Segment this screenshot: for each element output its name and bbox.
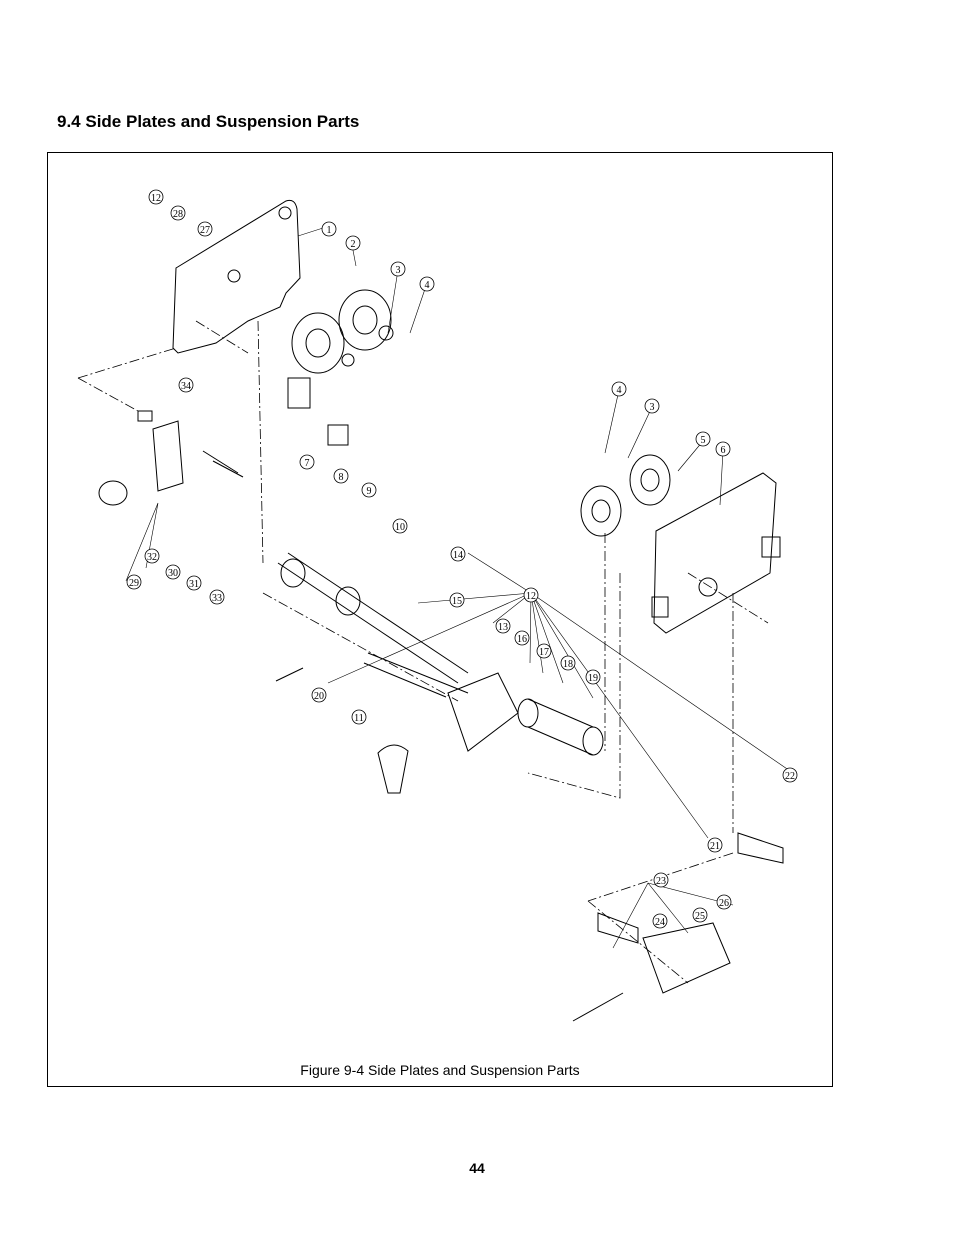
svg-text:17: 17 — [539, 647, 549, 658]
svg-text:18: 18 — [563, 659, 573, 670]
bolt-24 — [572, 992, 624, 1022]
callout-31: 31 — [186, 575, 202, 591]
bushing-23 — [597, 912, 639, 944]
callout-12-top: 12 — [148, 189, 164, 205]
callout-4: 4 — [419, 276, 435, 292]
callout-21: 21 — [707, 837, 723, 853]
svg-text:22: 22 — [785, 771, 795, 782]
svg-text:5: 5 — [701, 435, 706, 446]
svg-text:25: 25 — [695, 911, 705, 922]
callout-29: 29 — [126, 574, 142, 590]
page-number: 44 — [469, 1160, 485, 1176]
callout-25: 25 — [692, 907, 708, 923]
callout-group: 1 2 3 4 5 6 7 8 9 10 11 12 12 13 14 15 1… — [126, 189, 798, 929]
svg-text:31: 31 — [189, 579, 199, 590]
callout-30: 30 — [165, 564, 181, 580]
block-lower — [642, 922, 731, 994]
callout-4-right: 4 — [611, 381, 627, 397]
right-side-plate — [653, 472, 777, 634]
svg-text:3: 3 — [396, 265, 401, 276]
callout-8: 8 — [333, 468, 349, 484]
callout-14: 14 — [450, 546, 466, 562]
callout-28: 28 — [170, 205, 186, 221]
svg-text:26: 26 — [719, 898, 729, 909]
svg-text:34: 34 — [181, 381, 191, 392]
svg-text:2: 2 — [351, 239, 356, 250]
arm-part — [377, 744, 409, 794]
callout-27: 27 — [197, 221, 213, 237]
svg-text:32: 32 — [147, 552, 157, 563]
svg-text:20: 20 — [314, 691, 324, 702]
svg-text:8: 8 — [339, 472, 344, 483]
svg-text:6: 6 — [721, 445, 726, 456]
svg-text:12: 12 — [151, 193, 161, 204]
svg-text:11: 11 — [354, 713, 364, 724]
callout-7: 7 — [299, 454, 315, 470]
exploded-parts-diagram: 1 2 3 4 5 6 7 8 9 10 11 12 12 13 14 15 1… — [77, 189, 798, 1022]
callout-18: 18 — [560, 655, 576, 671]
callout-9: 9 — [361, 482, 377, 498]
callout-32: 32 — [144, 548, 160, 564]
svg-text:23: 23 — [656, 876, 666, 887]
callout-19: 19 — [585, 669, 601, 685]
pulley-front — [291, 312, 345, 374]
callout-22: 22 — [782, 767, 798, 783]
callout-16: 16 — [514, 630, 530, 646]
svg-text:15: 15 — [452, 596, 462, 607]
callout-3-right: 3 — [644, 398, 660, 414]
callout-11: 11 — [351, 709, 367, 725]
svg-text:7: 7 — [305, 458, 310, 469]
knob-29 — [98, 480, 128, 506]
svg-text:33: 33 — [212, 593, 222, 604]
callout-12-center: 12 — [523, 587, 539, 603]
pad-plate — [152, 420, 184, 492]
svg-text:30: 30 — [168, 568, 178, 579]
svg-text:21: 21 — [710, 841, 720, 852]
callout-17: 17 — [536, 643, 552, 659]
svg-text:14: 14 — [453, 550, 463, 561]
callout-3: 3 — [390, 261, 406, 277]
svg-text:24: 24 — [655, 917, 665, 928]
callout-26: 26 — [716, 894, 732, 910]
bolt-20 — [275, 667, 304, 682]
svg-text:13: 13 — [498, 622, 508, 633]
callout-20: 20 — [311, 687, 327, 703]
pulley-2 — [338, 289, 392, 351]
svg-text:3: 3 — [650, 402, 655, 413]
callout-2: 2 — [345, 235, 361, 251]
callout-23: 23 — [653, 872, 669, 888]
callout-10: 10 — [392, 518, 408, 534]
figure-caption: Figure 9-4 Side Plates and Suspension Pa… — [300, 1062, 580, 1078]
roller-5 — [629, 454, 671, 506]
svg-text:1: 1 — [327, 225, 332, 236]
callout-15: 15 — [449, 592, 465, 608]
svg-text:19: 19 — [588, 673, 598, 684]
svg-text:4: 4 — [617, 385, 622, 396]
svg-text:9: 9 — [367, 486, 372, 497]
axle-assembly — [277, 552, 469, 684]
svg-text:4: 4 — [425, 280, 430, 291]
callout-13: 13 — [495, 618, 511, 634]
callout-34: 34 — [178, 377, 194, 393]
bracket-7 — [287, 377, 311, 409]
svg-text:28: 28 — [173, 209, 183, 220]
callout-24: 24 — [652, 913, 668, 929]
svg-text:29: 29 — [129, 578, 139, 589]
callout-33: 33 — [209, 589, 225, 605]
svg-text:27: 27 — [200, 225, 210, 236]
callout-6: 6 — [715, 441, 731, 457]
figure-frame: 1 2 3 4 5 6 7 8 9 10 11 12 12 13 14 15 1… — [47, 152, 833, 1087]
callout-5: 5 — [695, 431, 711, 447]
section-title: 9.4 Side Plates and Suspension Parts — [57, 112, 360, 131]
svg-text:16: 16 — [517, 634, 527, 645]
center-block — [447, 672, 519, 752]
svg-text:10: 10 — [395, 522, 405, 533]
svg-text:12: 12 — [526, 591, 536, 602]
cylinder-22 — [737, 832, 784, 864]
callout-1: 1 — [321, 221, 337, 237]
left-side-plate — [172, 199, 301, 354]
